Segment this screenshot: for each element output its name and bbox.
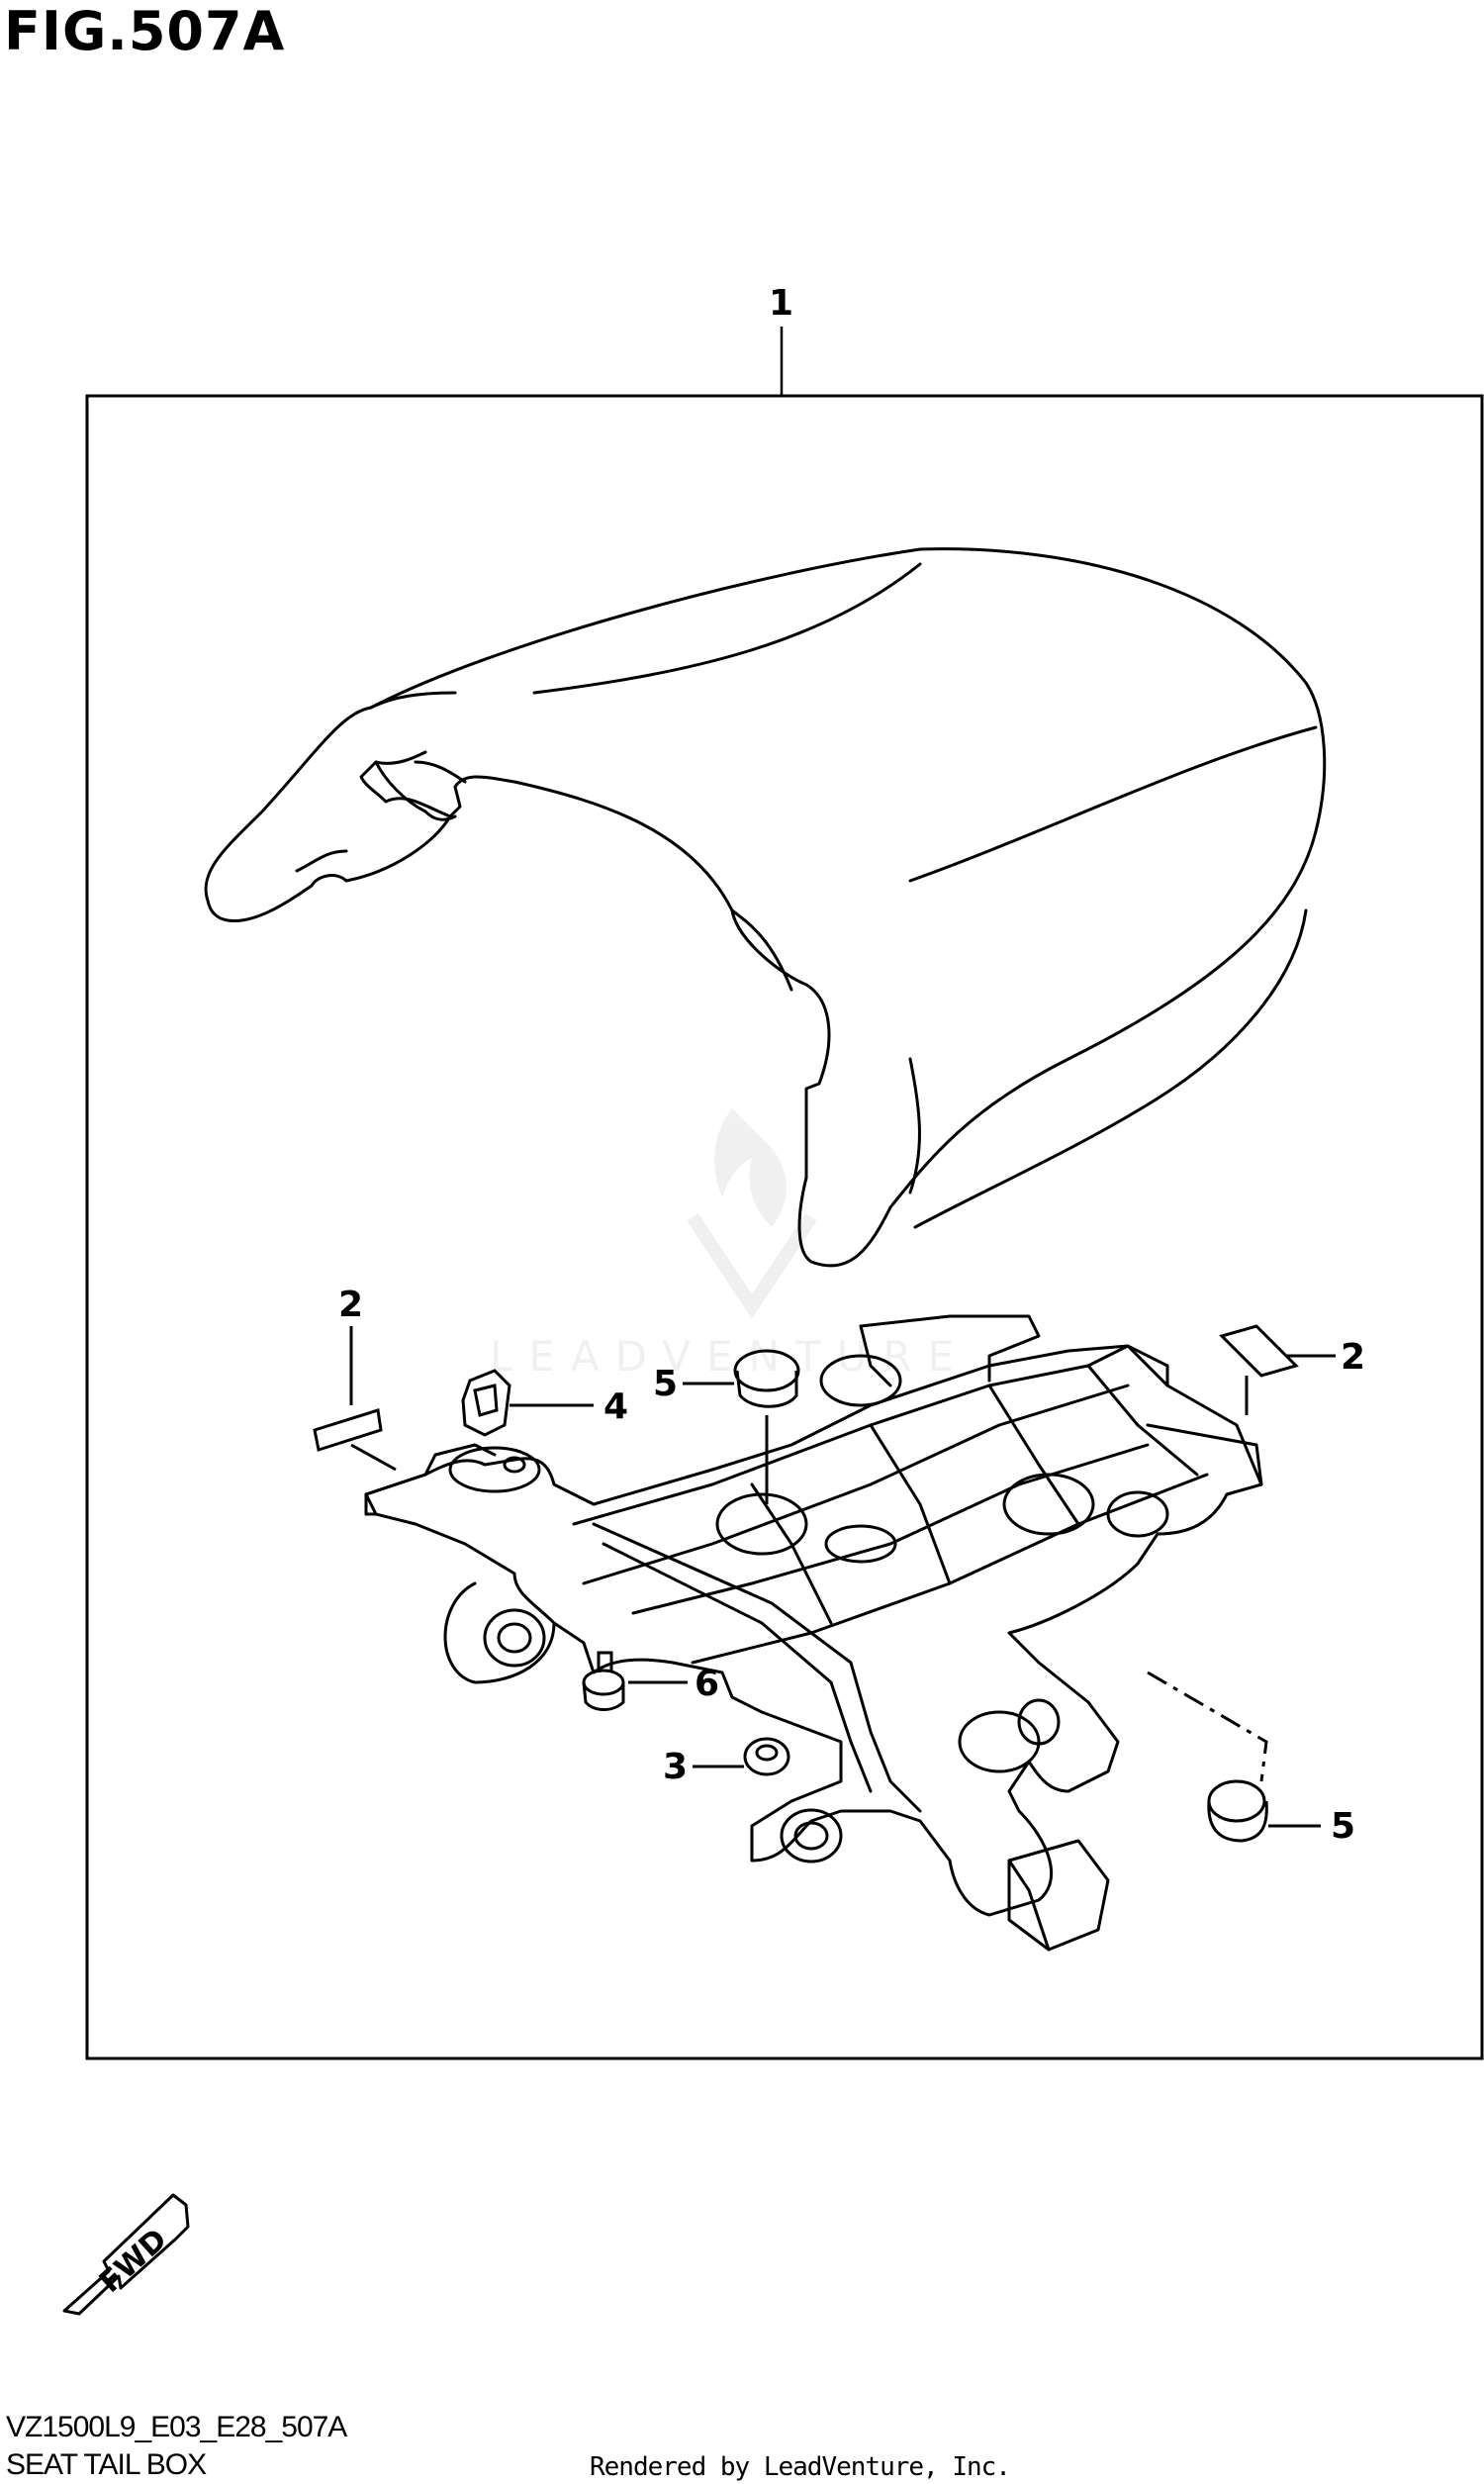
callout-2-right: 2 bbox=[1341, 1337, 1365, 1378]
grommet-part-5-lower bbox=[1147, 1671, 1321, 1843]
washer-part-3 bbox=[693, 1737, 790, 1776]
callout-6: 6 bbox=[695, 1664, 719, 1704]
assembly-frame bbox=[85, 394, 1484, 2060]
mount-boss bbox=[1106, 1490, 1169, 1538]
pad-part-2-left bbox=[313, 1326, 397, 1472]
bolt-part-6 bbox=[582, 1651, 688, 1711]
callout-1: 1 bbox=[769, 283, 793, 324]
mount-boss bbox=[503, 1456, 526, 1474]
grommet-part-5-upper bbox=[683, 1349, 800, 1504]
diagram-name: SEAT TAIL BOX bbox=[6, 2448, 207, 2481]
callout-2-left: 2 bbox=[338, 1285, 363, 1325]
figure-title: FIG.507A bbox=[4, 0, 286, 62]
watermark-logo: LEADVENTURE bbox=[490, 1108, 954, 1381]
mount-boss bbox=[819, 1354, 902, 1407]
mount-boss bbox=[958, 1710, 1041, 1773]
callout-3: 3 bbox=[663, 1747, 688, 1787]
mount-boss bbox=[1017, 1698, 1061, 1746]
seat-base-plate bbox=[364, 1314, 1263, 1952]
clip-part-4 bbox=[461, 1369, 594, 1437]
seat-tail-cowl bbox=[204, 547, 1327, 1268]
mount-boss bbox=[1002, 1473, 1095, 1536]
callout-5-lower: 5 bbox=[1331, 1806, 1355, 1847]
pad-part-2-right bbox=[1219, 1324, 1336, 1415]
callout-4: 4 bbox=[603, 1386, 628, 1427]
render-credit: Rendered by LeadVenture, Inc. bbox=[590, 2452, 1011, 2482]
mount-boss bbox=[715, 1492, 808, 1556]
mount-boss bbox=[824, 1524, 897, 1564]
mount-pad bbox=[793, 1821, 829, 1851]
fwd-arrow-icon: FWD bbox=[62, 2193, 190, 2316]
diagram-code: VZ1500L9_E03_E28_507A bbox=[6, 2411, 347, 2443]
mount-pad bbox=[497, 1622, 532, 1654]
mount-boss bbox=[448, 1446, 541, 1493]
callout-5-upper: 5 bbox=[653, 1364, 678, 1404]
mount-pad bbox=[780, 1808, 843, 1863]
mount-pad bbox=[483, 1608, 546, 1668]
